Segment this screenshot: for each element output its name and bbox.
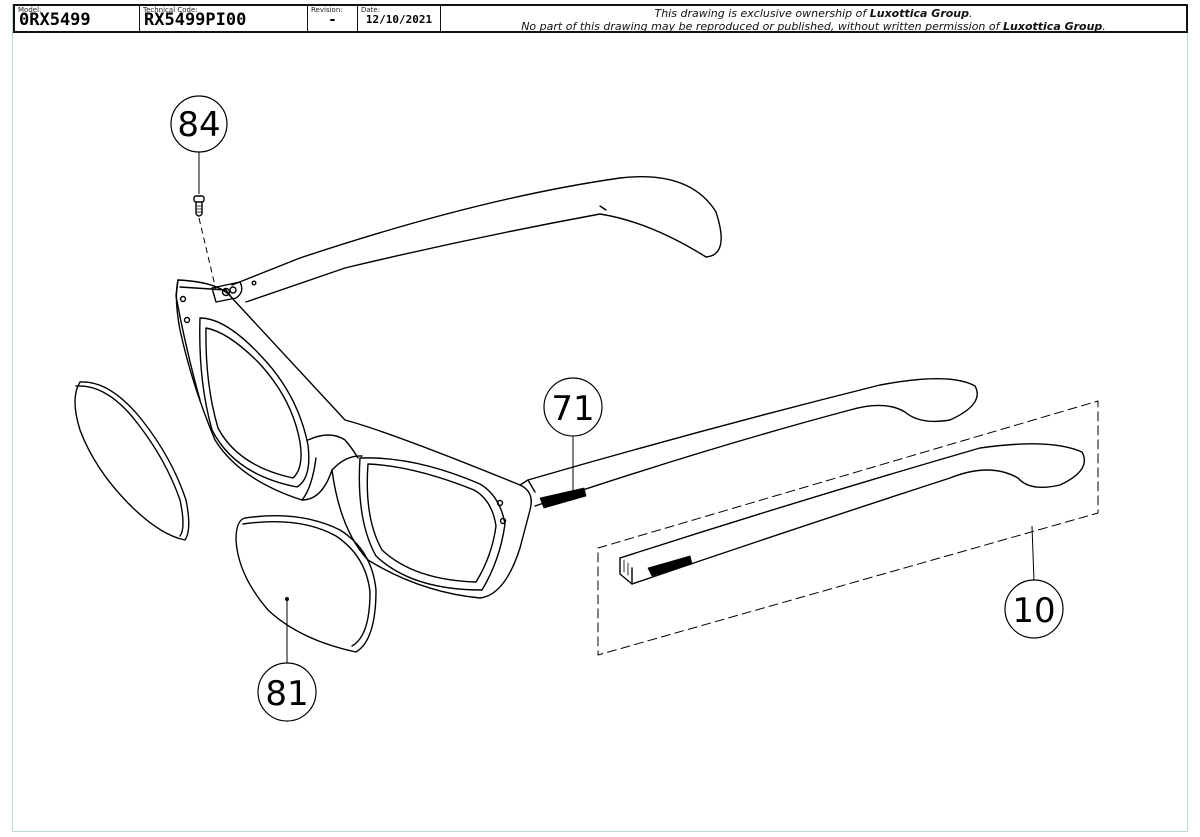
far-temple — [231, 176, 722, 303]
lens-81 — [235, 515, 377, 653]
callout-84-label: 84 — [177, 105, 220, 145]
technical-code-label: Technical Code: — [143, 6, 198, 14]
date-cell: Date: 12/10/2021 — [358, 6, 441, 31]
near-temple — [527, 378, 978, 509]
notice-line-2: No part of this drawing may be reproduce… — [521, 20, 1106, 33]
revision-cell: Revision: - — [308, 6, 358, 31]
model-value: 0RX5499 — [19, 10, 91, 30]
callout-71-label: 71 — [551, 389, 594, 429]
left-hinge — [211, 280, 257, 303]
date-label: Date: — [361, 6, 381, 14]
notice-owner-1: Luxottica Group — [869, 7, 970, 20]
screw-84 — [193, 195, 205, 217]
revision-label: Revision: — [311, 6, 343, 14]
front-frame — [175, 279, 536, 599]
technical-code-value: RX5499PI00 — [144, 10, 247, 30]
callout-84: 84 — [170, 95, 228, 153]
date-value: 12/10/2021 — [365, 13, 433, 26]
notice-owner-2: Luxottica Group — [1003, 20, 1103, 33]
notice-line-1: This drawing is exclusive ownership of L… — [654, 7, 973, 20]
callout-10-label: 10 — [1012, 591, 1055, 631]
temple-10-dashed-outline — [597, 400, 1099, 656]
lens-left — [74, 381, 190, 541]
model-cell: Model: 0RX5499 — [15, 6, 140, 31]
callout-81: 81 — [257, 662, 317, 722]
revision-value: - — [328, 12, 337, 28]
ownership-notice: This drawing is exclusive ownership of L… — [441, 6, 1186, 33]
leader-lines — [198, 152, 1035, 665]
callout-81-label: 81 — [265, 674, 308, 714]
model-label: Model: — [18, 6, 42, 14]
title-block: Model: 0RX5499 Technical Code: RX5499PI0… — [13, 4, 1188, 33]
callout-10: 10 — [1004, 579, 1064, 639]
callout-71: 71 — [543, 377, 603, 437]
technical-code-cell: Technical Code: RX5499PI00 — [140, 6, 308, 31]
temple-10 — [619, 443, 1086, 585]
